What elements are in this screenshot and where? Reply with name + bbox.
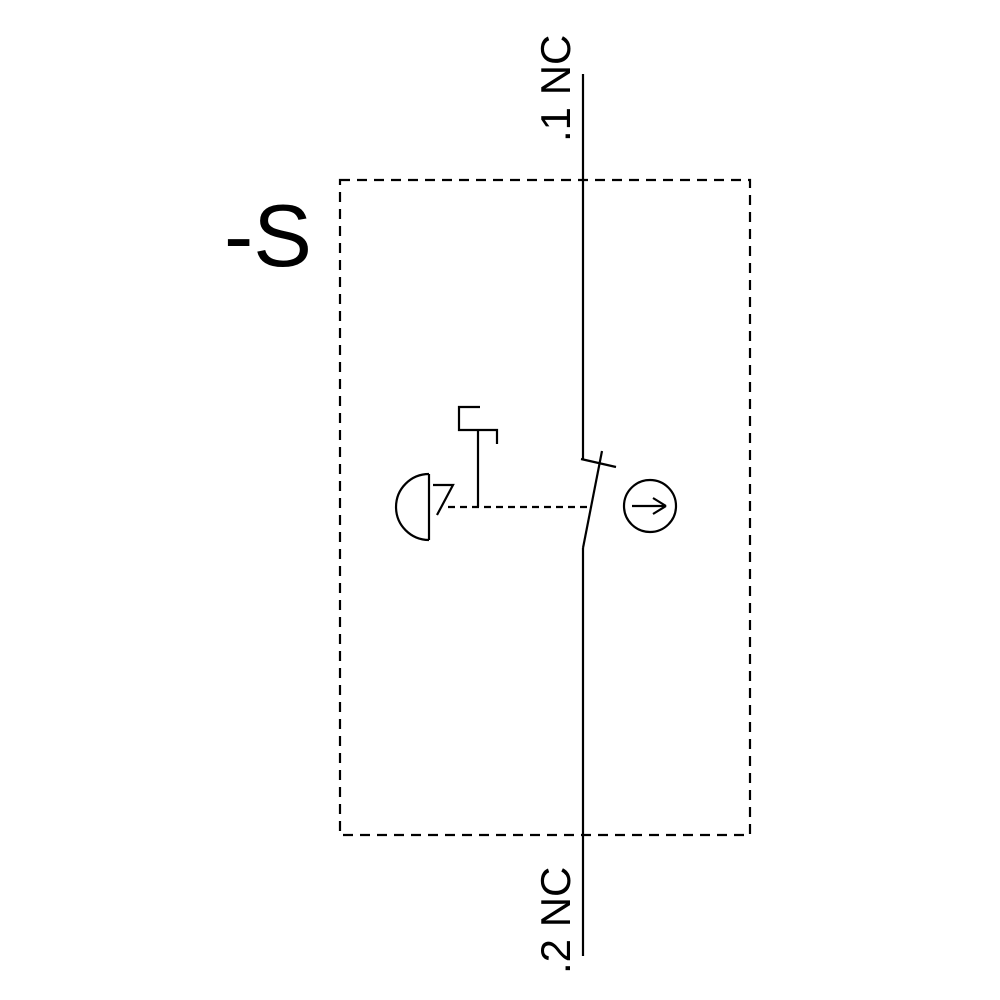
terminal-label-bottom: .2 NC — [532, 866, 579, 974]
estop-actuator-arc — [394, 472, 430, 542]
positive-opening-arrow-icon — [632, 497, 667, 515]
positive-opening-circle — [622, 478, 678, 534]
twist-release-mark — [433, 483, 455, 516]
nc-contact-fixed-tick — [580, 457, 617, 469]
terminal-label-top: .1 NC — [532, 34, 579, 142]
enclosure-boundary — [338, 178, 752, 837]
latching-detent-icon — [457, 405, 499, 444]
device-label: -S — [224, 186, 312, 285]
nc-contact-blade — [581, 450, 604, 549]
